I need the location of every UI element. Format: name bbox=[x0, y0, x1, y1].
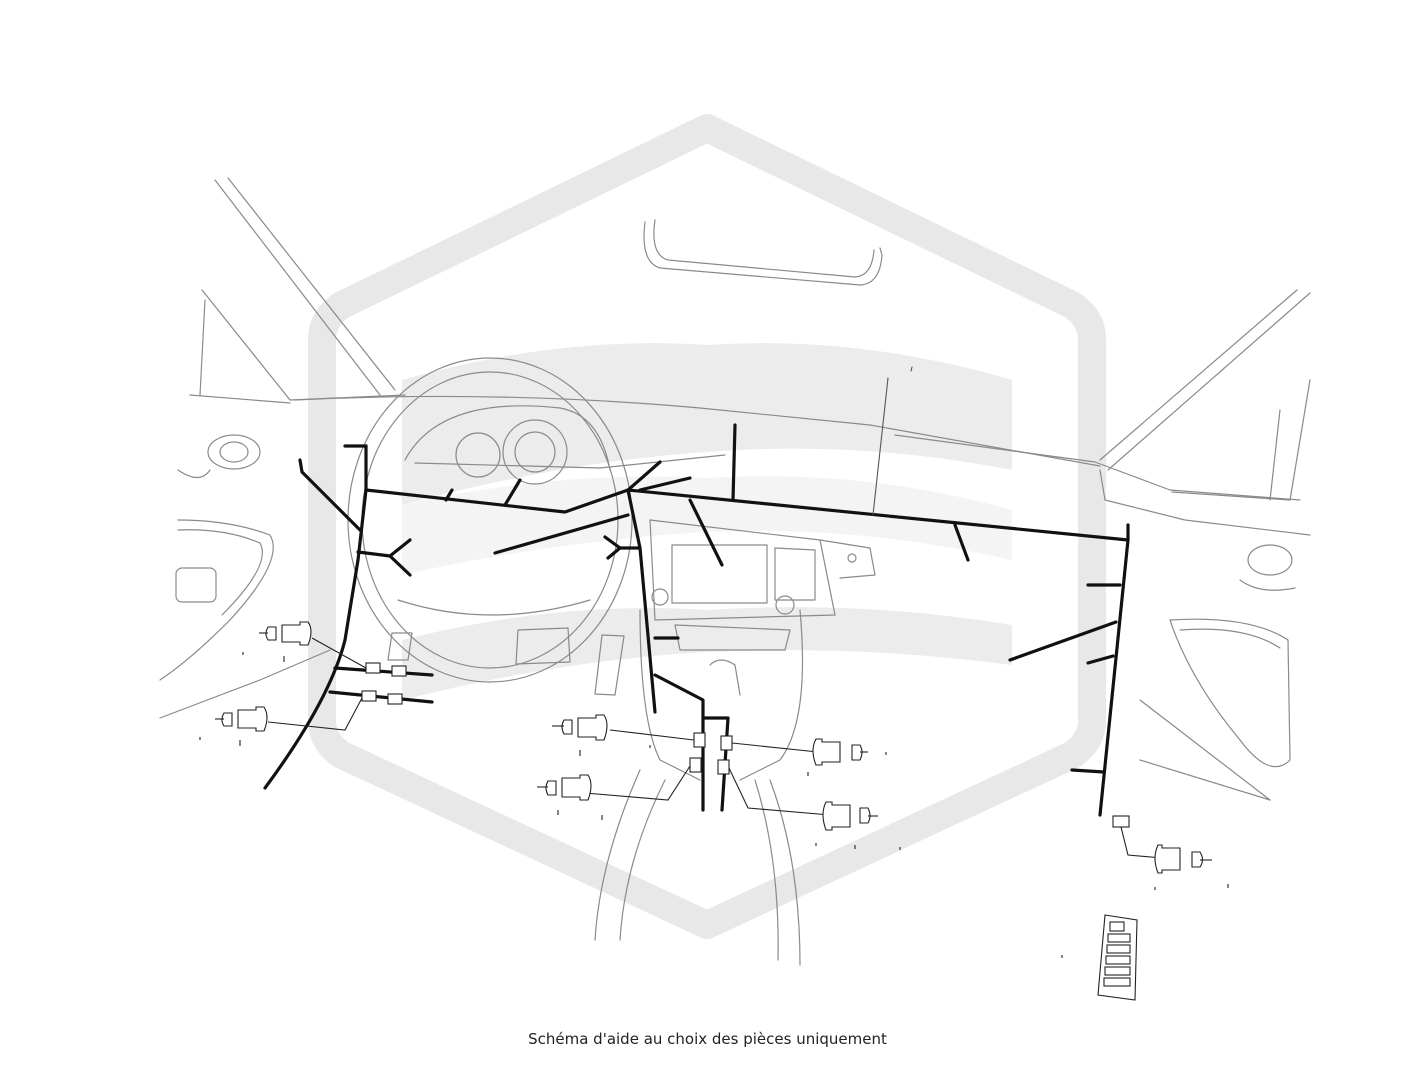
connector-group-center bbox=[537, 714, 878, 831]
connector-group-right bbox=[1112, 815, 1212, 874]
watermark-logo bbox=[308, 114, 1106, 939]
caption: Schéma d'aide au choix des pièces unique… bbox=[528, 1030, 887, 1048]
fuse-box bbox=[1097, 914, 1138, 1001]
connector-group-left-lower bbox=[215, 690, 403, 732]
tick-marks bbox=[199, 652, 1229, 958]
vehicle-outline bbox=[159, 177, 1311, 966]
wiring-harness bbox=[263, 423, 1130, 817]
reference-lines bbox=[872, 366, 913, 516]
connector-group-left-upper bbox=[259, 621, 407, 677]
